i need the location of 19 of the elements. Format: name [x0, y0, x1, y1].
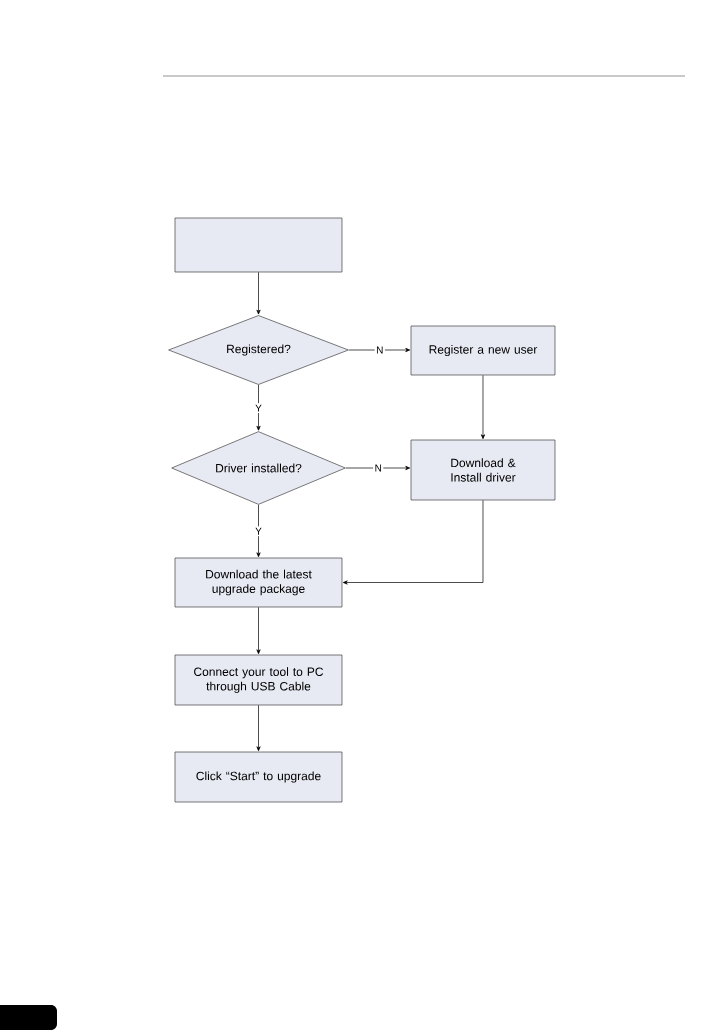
arrow	[480, 375, 486, 440]
edge-label: N	[373, 463, 384, 473]
process-box: Click “Start” to upgrade	[174, 751, 343, 803]
process-box: Connect your tool to PC through USB Cable	[174, 654, 343, 706]
edge-label: Y	[253, 526, 264, 537]
edge-label: N	[374, 345, 385, 355]
arrow	[256, 705, 261, 752]
process-box: Register a new user	[410, 325, 556, 376]
arrow	[256, 607, 261, 655]
arrow	[256, 272, 261, 315]
process-box: Download & Install driver	[410, 439, 556, 501]
edge-label: Y	[253, 403, 264, 413]
arrow	[256, 504, 261, 558]
process-box	[174, 217, 343, 273]
process-box: Download the latest upgrade package	[174, 557, 343, 608]
arrow	[345, 465, 411, 471]
arrow	[342, 500, 484, 585]
arrow	[348, 347, 411, 353]
arrow	[256, 384, 261, 431]
